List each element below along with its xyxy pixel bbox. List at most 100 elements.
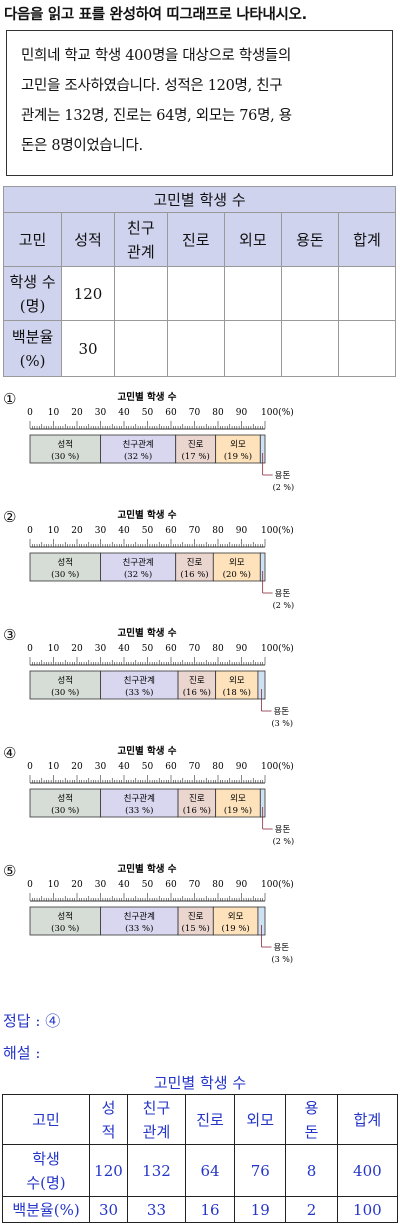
tick-label: 30 (95, 880, 107, 890)
segment-label: 친구관계 (124, 675, 155, 686)
segment-percent: (2 %) (273, 837, 294, 846)
segment-percent: (30 %) (51, 923, 79, 934)
table-cell (223, 266, 282, 321)
option-number: ② (3, 508, 17, 526)
tick-label: 90 (236, 762, 248, 772)
tick-label: 0 (27, 408, 33, 418)
segment-label: 외모 (229, 675, 245, 686)
tick-label: 80 (212, 644, 224, 654)
segment-percent: (33 %) (125, 687, 153, 698)
segment-label: 용돈 (273, 707, 289, 717)
table-cell: 2 (285, 1196, 338, 1223)
bar-segment (175, 552, 214, 582)
tick-label: 80 (212, 762, 224, 772)
header-cell: 친구 관계 (113, 212, 168, 267)
segment-percent: (16 %) (180, 569, 208, 580)
segment-percent: (3 %) (271, 955, 292, 964)
tick-label: 40 (118, 762, 130, 772)
tick-label: 90 (236, 880, 248, 890)
table-cell: 120 (89, 1144, 128, 1197)
bar-segment (100, 552, 177, 582)
graph-title: 고민별 학생 수 (117, 863, 176, 875)
tick-label: 100(%) (261, 643, 294, 654)
tick-label: 40 (118, 526, 130, 536)
table-cell (166, 320, 225, 377)
bar-segment (212, 552, 261, 582)
segment-label: 친구관계 (124, 793, 155, 804)
tick-label: 80 (212, 408, 224, 418)
segment-label: 성적 (57, 793, 73, 804)
tick-label: 50 (142, 762, 154, 772)
segment-label: 진로 (187, 557, 203, 568)
segment-percent: (16 %) (183, 687, 211, 698)
segment-percent: (20 %) (223, 569, 251, 580)
tick-label: 90 (236, 526, 248, 536)
tick-label: 30 (95, 526, 107, 536)
bar-segment (100, 434, 177, 464)
tick-label: 40 (118, 408, 130, 418)
segment-percent: (19 %) (222, 923, 250, 934)
tick-label: 20 (71, 408, 83, 418)
segment-label: 용돈 (273, 943, 289, 953)
problem-box: 민희네 학교 학생 400명을 대상으로 학생들의 고민을 조사하였습니다. 성… (6, 30, 393, 176)
table-cell: 100 (336, 1196, 399, 1223)
table-cell: 16 (184, 1196, 236, 1223)
bar-segment (212, 906, 259, 936)
header-cell: 고민 (2, 212, 63, 267)
segment-label: 성적 (57, 911, 73, 922)
answer-table-title: 고민별 학생 수 (153, 1074, 247, 1092)
tick-label: 40 (118, 880, 130, 890)
question-title: 다음을 읽고 표를 완성하여 띠그래프로 나타내시오. (4, 7, 307, 23)
table-cell (113, 320, 168, 377)
bar-segment (29, 788, 101, 818)
tick-label: 10 (48, 408, 60, 418)
tick-label: 40 (118, 644, 130, 654)
header-cell: 용 돈 (285, 1094, 338, 1145)
problem-line: 돈은 8명이었습니다. (21, 138, 143, 154)
segment-percent: (2 %) (273, 601, 294, 610)
problem-line: 관계는 132명, 진로는 64명, 외모는 76명, 용 (21, 108, 292, 124)
table-cell: 30 (61, 320, 115, 377)
segment-label: 친구관계 (122, 557, 153, 568)
segment-percent: (32 %) (124, 569, 152, 580)
tick-label: 30 (95, 762, 107, 772)
segment-percent: (32 %) (124, 451, 152, 462)
header-cell: 합계 (336, 1094, 399, 1145)
row-label: 백분율(%) (1, 1196, 91, 1223)
option-number: ③ (3, 626, 17, 644)
tick-label: 10 (48, 762, 60, 772)
segment-percent: (33 %) (125, 923, 153, 934)
segment-label: 진로 (188, 439, 204, 450)
segment-label: 진로 (188, 911, 204, 922)
option-number: ④ (3, 744, 17, 762)
table-cell (280, 266, 339, 321)
graph-title: 고민별 학생 수 (117, 509, 176, 521)
tick-label: 80 (212, 526, 224, 536)
option-number: ① (3, 390, 17, 408)
bar-segment (100, 788, 179, 818)
segment-label: 용돈 (275, 825, 291, 835)
table-cell (223, 320, 282, 377)
header-cell: 성적 (61, 212, 115, 267)
question-table: 고민별 학생 수 고민 성적 친구 관계 진로 외모 용돈 합계 학생 수 (명… (2, 186, 397, 377)
table-cell: 400 (336, 1144, 399, 1197)
answer-table: 고민 성 적 친구 관계 진로 외모 용 돈 합계 학생 수(명) 120 13… (1, 1094, 399, 1223)
header-cell: 고민 (1, 1094, 91, 1145)
segment-label: 외모 (230, 439, 246, 450)
segment-percent: (33 %) (125, 805, 153, 816)
problem-line: 민희네 학교 학생 400명을 대상으로 학생들의 (21, 48, 292, 64)
tick-label: 10 (48, 880, 60, 890)
tick-label: 60 (165, 880, 177, 890)
segment-percent: (30 %) (51, 451, 79, 462)
segment-percent: (3 %) (271, 719, 292, 728)
segment-label: 용돈 (275, 589, 291, 599)
tick-label: 90 (236, 644, 248, 654)
answer-text: 정답 : ④ (3, 1012, 61, 1030)
table-cell (166, 266, 225, 321)
